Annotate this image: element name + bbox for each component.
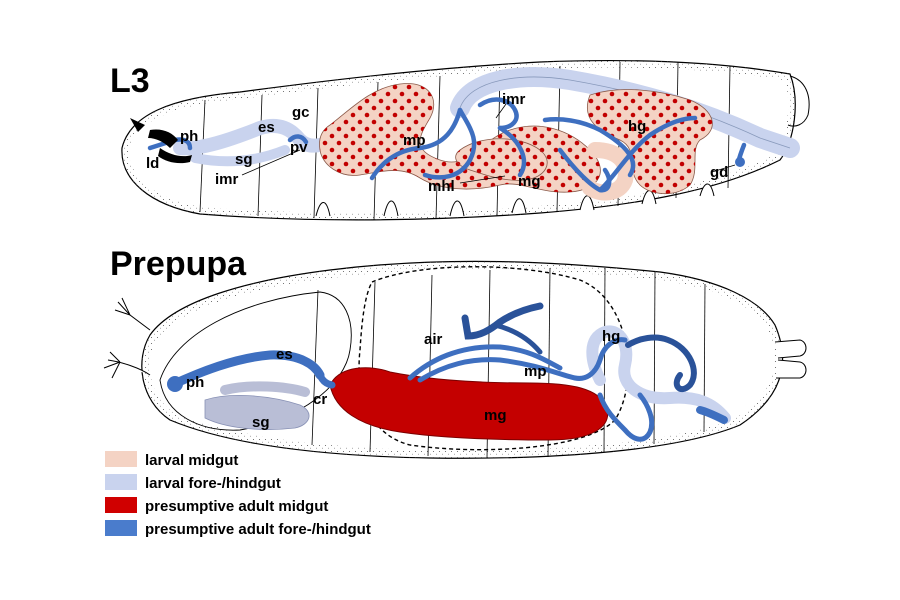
prepupa-title: Prepupa: [110, 245, 247, 283]
l3-larval-foregut: [173, 118, 342, 156]
l3-leader-lines: [241, 103, 736, 184]
prepupa-label-cr: cr: [313, 391, 327, 408]
legend: larval midgut larval fore-/hindgut presu…: [105, 451, 371, 538]
prepupa-pharynx-end: [167, 376, 183, 392]
prepupa-label-mg: mg: [484, 407, 507, 424]
l3-label-ph: ph: [180, 128, 198, 145]
l3-panel: L3 ph ld es gc sg pv imr imr mp mhl mg h…: [110, 59, 810, 221]
prepupa-label-air: air: [424, 331, 443, 348]
prepupa-abdomen-dashed: [358, 266, 629, 451]
prepupa-salivary-gland-upper: [220, 381, 310, 397]
prepupa-salivary-gland: [204, 395, 310, 430]
prepupa-larval-hindgut: [586, 325, 731, 424]
l3-label-sg: sg: [235, 151, 253, 168]
l3-label-gd: gd: [710, 164, 728, 181]
legend-swatch-larval-midgut: [105, 451, 137, 467]
prepupa-label-mp: mp: [524, 363, 547, 380]
prepupa-anterior-spiracles: [103, 297, 151, 379]
prepupa-adult-forehindgut: [167, 302, 728, 442]
l3-label-mhl: mhl: [428, 178, 455, 195]
prepupa-label-sg: sg: [252, 414, 270, 431]
prepupa-label-es: es: [276, 346, 293, 363]
l3-creeping-welts: [315, 183, 715, 217]
legend-swatch-larval-forehindgut: [105, 474, 137, 490]
l3-label-mg: mg: [518, 173, 541, 190]
legend-label-adult-midgut: presumptive adult midgut: [145, 498, 328, 515]
l3-label-imr-top: imr: [502, 91, 526, 108]
prepupa-posterior-spiracles: [774, 339, 807, 379]
l3-mouth-hooks: [130, 118, 192, 164]
legend-swatch-adult-midgut: [105, 497, 137, 513]
l3-title: L3: [110, 62, 150, 100]
l3-body-stipple: [121, 60, 796, 220]
l3-hindgut-end: [735, 157, 745, 167]
prepupa-label-ph: ph: [186, 374, 204, 391]
l3-label-gc: gc: [292, 104, 310, 121]
legend-swatch-adult-forehindgut: [105, 520, 137, 536]
prepupa-panel: Prepupa es ph cr sg air mp mg hg: [103, 245, 807, 459]
l3-salivary-gland: [190, 145, 290, 167]
legend-label-larval-forehindgut: larval fore-/hindgut: [145, 475, 281, 492]
legend-label-larval-midgut: larval midgut: [145, 452, 238, 469]
l3-label-es: es: [258, 119, 275, 136]
prepupa-label-hg: hg: [602, 328, 620, 345]
l3-label-ld: ld: [146, 155, 159, 172]
l3-label-pv: pv: [290, 139, 308, 156]
l3-adult-forehindgut: [147, 97, 747, 193]
l3-label-hg: hg: [628, 118, 646, 135]
legend-label-adult-forehindgut: presumptive adult fore-/hindgut: [145, 521, 371, 538]
prepupa-head-sac: [159, 291, 352, 431]
l3-posterior-spiracle: [787, 75, 810, 127]
l3-label-imr-left: imr: [215, 171, 239, 188]
l3-label-mp: mp: [403, 132, 426, 149]
